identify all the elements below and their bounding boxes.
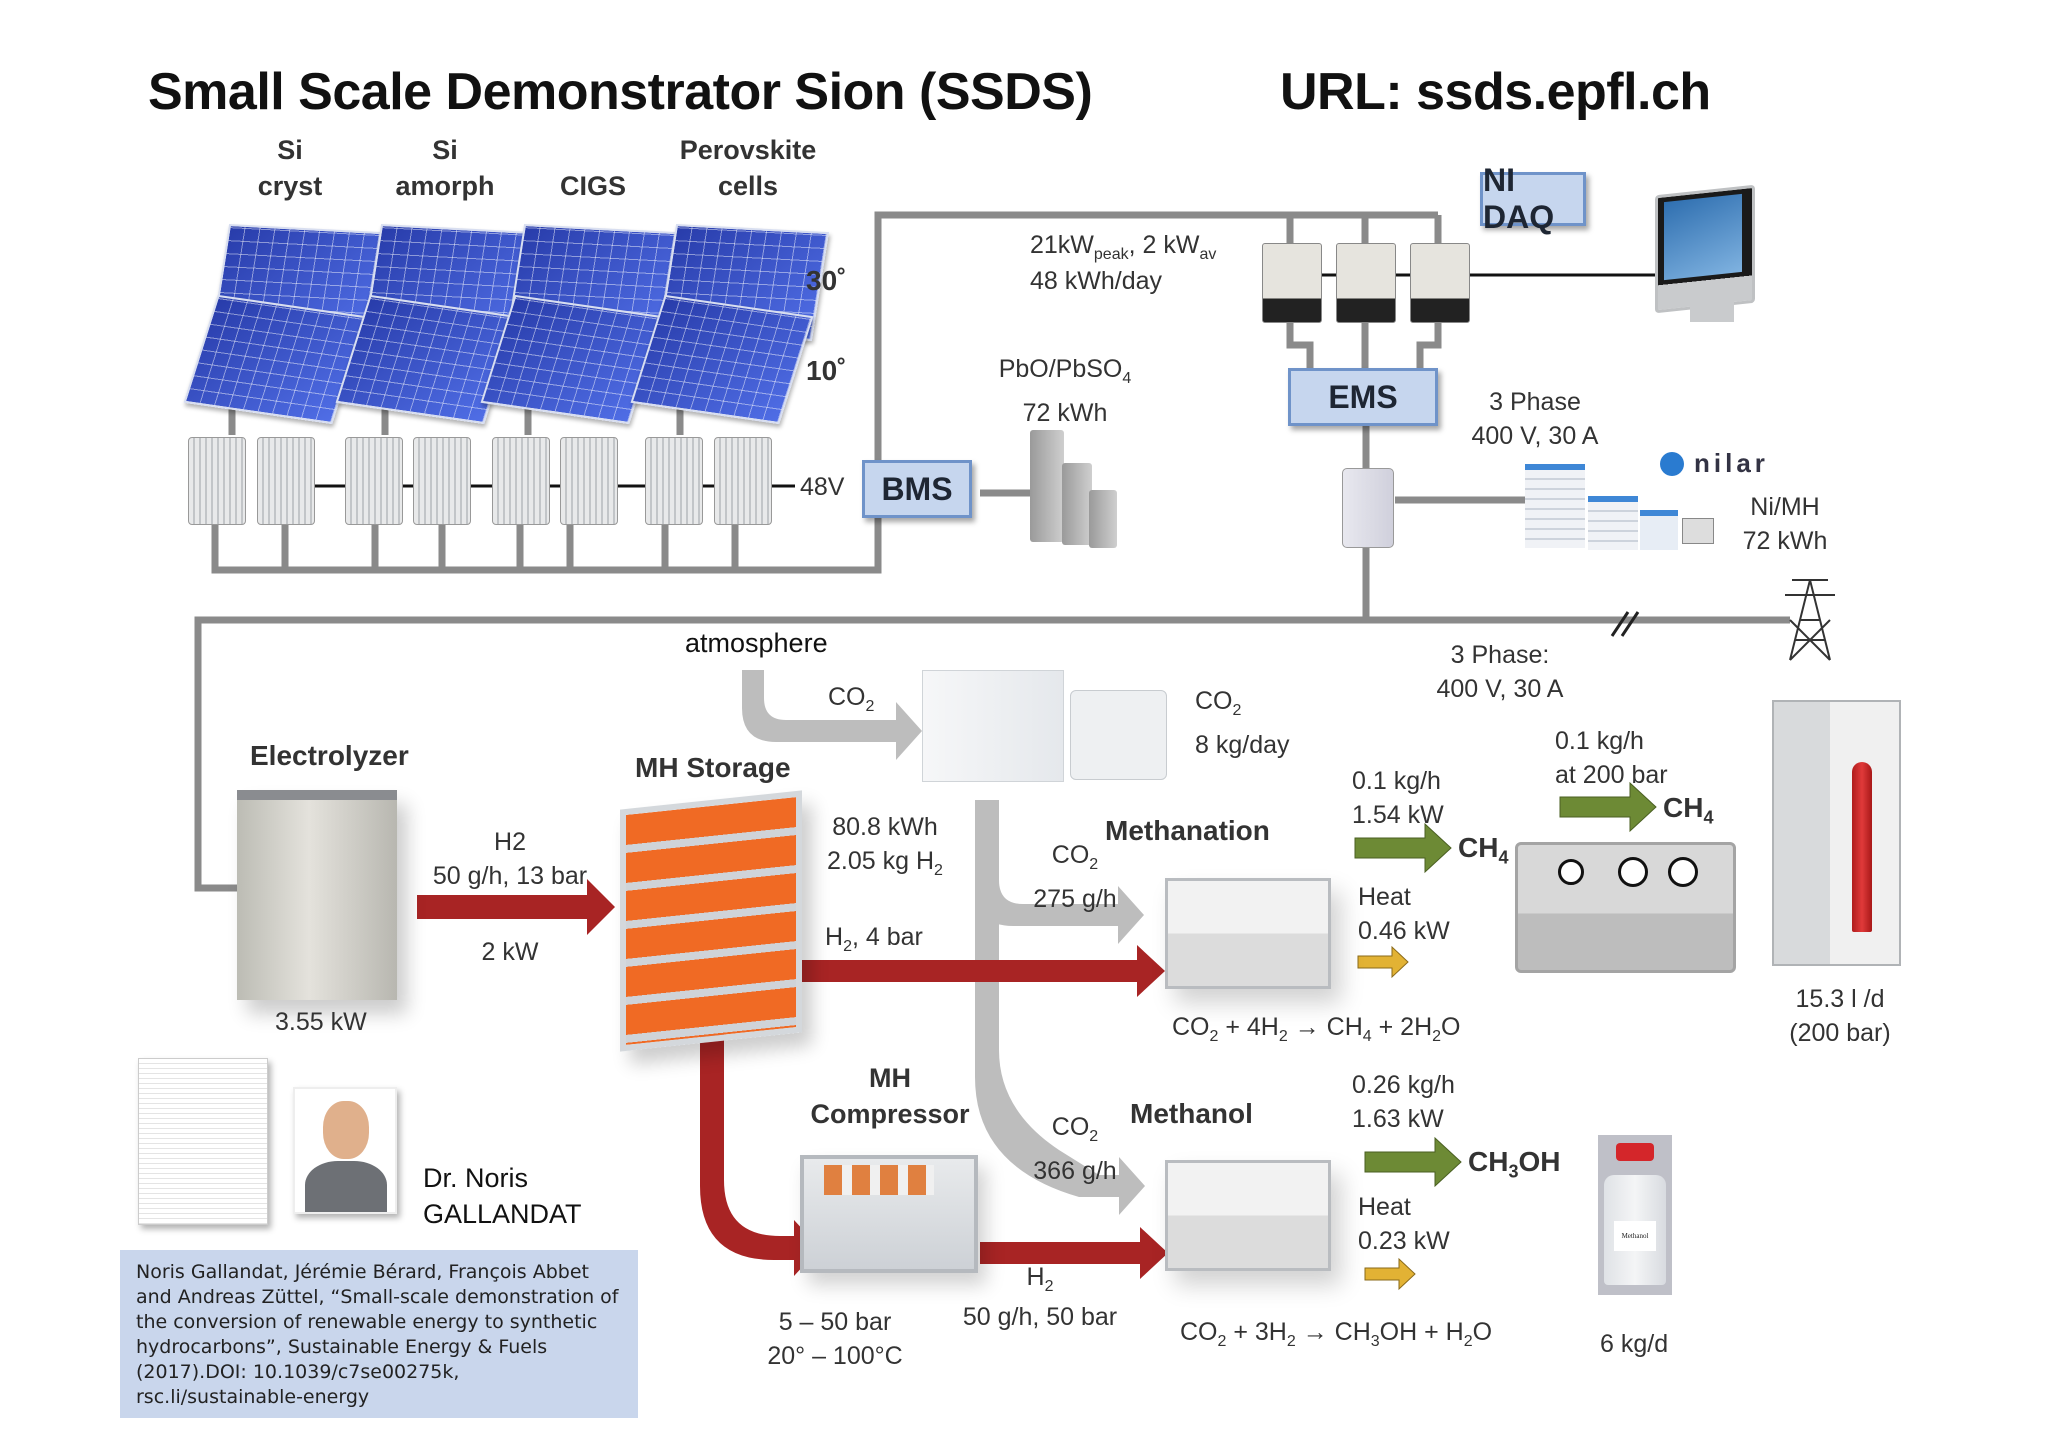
co2-methanation-arrow xyxy=(975,800,1144,944)
methanation-product-specs: 0.1 kg/h 1.54 kW xyxy=(1352,767,1444,829)
methanol-product-arrow xyxy=(1364,1136,1462,1188)
inverter-icon xyxy=(1336,243,1396,323)
nimh-battery-specs: Ni/MH 72 kWh xyxy=(1742,493,1828,555)
h2-storage-output: H2, 4 bar xyxy=(825,923,923,955)
methanol-bottle-icon: Methanol xyxy=(1598,1135,1672,1295)
electrolyzer-icon xyxy=(237,790,397,1000)
grid-connection-bottom: 3 Phase: 400 V, 30 A xyxy=(1436,641,1564,703)
mh-compressor-title: MH Compressor xyxy=(810,1063,970,1129)
diagram-title: Small Scale Demonstrator Sion (SSDS) xyxy=(148,63,1093,121)
pv-inverter-icon xyxy=(560,437,618,525)
methanation-heat: Heat 0.46 kW xyxy=(1358,883,1450,945)
pv-inverter-icon xyxy=(714,437,772,525)
inverter-icon xyxy=(1410,243,1470,323)
methanation-reactor-icon xyxy=(1165,878,1331,989)
h2-compressor-flow: H2 50 g/h, 50 bar xyxy=(962,1263,1118,1331)
mh-storage-icon xyxy=(620,790,802,1052)
mh-compressor-icon xyxy=(800,1155,978,1273)
methanol-title: Methanol xyxy=(1130,1098,1253,1129)
author-name: Dr. Noris GALLANDAT xyxy=(423,1163,582,1229)
heat-methanation-arrow xyxy=(1357,945,1409,979)
co2-methanol-flow: CO2 366 g/h xyxy=(1033,1113,1117,1185)
pv-inverter-icon xyxy=(492,437,550,525)
nilar-logo: nilar xyxy=(1660,448,1769,479)
heat-arrows xyxy=(1357,945,1416,1291)
ch4-compressed-label: CH4 xyxy=(1663,792,1714,828)
methanol-heat: Heat 0.23 kW xyxy=(1358,1193,1450,1255)
h2-storage-methanation-arrow xyxy=(792,945,1165,997)
h2-electrolyzer-arrow xyxy=(417,879,615,935)
co2-compressor-icon xyxy=(1070,690,1167,780)
h2-compressor-methanol-arrow xyxy=(980,1227,1168,1279)
ch4-compressor-arrow xyxy=(1559,781,1657,833)
ch4-methanation-arrow xyxy=(1354,822,1452,874)
bms-box[interactable]: BMS xyxy=(862,460,972,518)
co2-arrows xyxy=(742,670,1145,1215)
power-pylon-icon xyxy=(1785,579,1835,661)
ch4-product-label: CH4 xyxy=(1458,832,1509,868)
citation-box: Noris Gallandat, Jérémie Bérard, Françoi… xyxy=(120,1250,638,1418)
ch4-compression-specs: 0.1 kg/h at 200 bar xyxy=(1555,727,1668,789)
bus-voltage: 48V xyxy=(800,473,845,501)
co2-intake-label: CO2 xyxy=(828,683,875,715)
ch4-daily-storage: 15.3 l /d (200 bar) xyxy=(1789,985,1891,1047)
author-photo xyxy=(293,1087,397,1214)
tilt-angle-30: 30˚ xyxy=(806,265,847,296)
gas-cylinder-icon xyxy=(1852,762,1872,932)
pv-inverter-icon xyxy=(188,437,246,525)
h2-electrolyzer-flow: H2 50 g/h, 13 bar xyxy=(432,828,588,890)
ni-daq-box[interactable]: NI DAQ xyxy=(1480,162,1586,235)
co2-atmosphere-arrow xyxy=(742,670,922,760)
methanation-title: Methanation xyxy=(1105,815,1270,846)
inverter-energy-day: 48 kWh/day xyxy=(1030,267,1163,295)
co2-methanol-arrow xyxy=(975,880,1145,1215)
electrolyzer-power: 3.55 kW xyxy=(275,1008,367,1036)
mh-compressor-specs: 5 – 50 bar 20° – 100°C xyxy=(767,1308,903,1370)
grid-connection-top: 3 Phase 400 V, 30 A xyxy=(1471,388,1599,450)
tilt-angle-10: 10˚ xyxy=(806,355,847,386)
mh-storage-capacity: 80.8 kWh 2.05 kg H2 xyxy=(827,813,943,879)
atmosphere-label: atmosphere xyxy=(685,628,828,658)
gas-booster-compressor-icon xyxy=(1515,842,1736,973)
pv-inverter-icon xyxy=(257,437,315,525)
co2-methanation-flow: CO2 275 g/h xyxy=(1033,841,1117,913)
paper-thumbnail[interactable] xyxy=(138,1058,268,1225)
co2-capture-output: CO2 8 kg/day xyxy=(1195,687,1290,759)
project-url[interactable]: URL: ssds.epfl.ch xyxy=(1280,63,1711,121)
methanation-reaction: CO2 + 4H2 → CH4 + 2H2O xyxy=(1172,1013,1461,1045)
gas-cabinet-icon xyxy=(1772,700,1901,966)
methanol-reactor-icon xyxy=(1165,1160,1331,1271)
ac-meter-icon xyxy=(1342,468,1394,548)
pv-inverter-icon xyxy=(413,437,471,525)
inverter-icon xyxy=(1262,243,1322,323)
heat-methanol-arrow xyxy=(1364,1257,1416,1291)
co2-capture-unit-icon xyxy=(922,670,1064,782)
electrolyzer-title: Electrolyzer xyxy=(250,740,409,771)
methanol-reaction: CO2 + 3H2 → CH3OH + H2O xyxy=(1180,1318,1493,1350)
ac-grid-bus-wire xyxy=(194,616,1790,892)
nilar-logo-icon xyxy=(1660,451,1684,476)
product-arrows xyxy=(1354,781,1657,1188)
ems-box[interactable]: EMS xyxy=(1288,368,1438,426)
methanol-daily-output: 6 kg/d xyxy=(1600,1330,1669,1358)
pv-inverter-icon xyxy=(645,437,703,525)
pv-inverter-icon xyxy=(345,437,403,525)
methanol-product-specs: 0.26 kg/h 1.63 kW xyxy=(1352,1071,1455,1133)
h2-arrows xyxy=(417,879,1168,1279)
lead-battery-specs: PbO/PbSO4 72 kWh xyxy=(998,355,1132,427)
line-break-mark xyxy=(1610,611,1640,637)
pv-type-cigs: CIGS xyxy=(559,171,626,201)
wire-lines xyxy=(194,211,1790,892)
inverter-power-specs: 21kWpeak, 2 kWav xyxy=(1030,231,1217,263)
methanol-product-label: CH3OH xyxy=(1468,1146,1561,1182)
h2-electrolyzer-power: 2 kW xyxy=(481,938,539,966)
mh-storage-title: MH Storage xyxy=(635,752,791,783)
h2-storage-compressor-arrow xyxy=(700,1020,820,1276)
